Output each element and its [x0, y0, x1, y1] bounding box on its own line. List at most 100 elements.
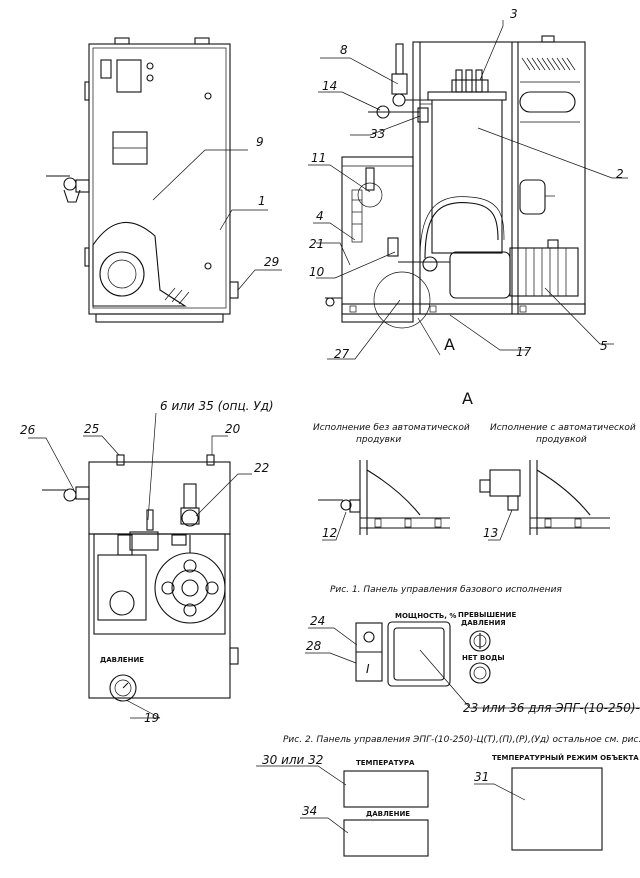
callout-34: 34: [302, 804, 317, 818]
switch-on-symbol: I: [366, 662, 370, 676]
callout-26: 26: [20, 423, 36, 437]
object-mode-display: [511, 767, 603, 851]
callout-21: 21: [309, 237, 324, 251]
front-view: [46, 37, 282, 323]
no-water-label: НЕТ ВОДЫ: [462, 654, 505, 662]
indicator-lamp: [146, 62, 154, 70]
indicator-lamp: [146, 74, 154, 82]
heater-terminals: [451, 79, 489, 93]
gauge-label: ДАВЛЕНИЕ: [100, 656, 144, 664]
vessel-flange: [427, 91, 507, 101]
steam-vessel: [431, 97, 503, 254]
basic-variant-line2: продувки: [356, 435, 401, 445]
callout-13: 13: [483, 526, 498, 540]
callout-4: 4: [316, 209, 324, 223]
callout-20: 20: [225, 422, 241, 436]
pressure-display: [343, 819, 429, 857]
rear-view: [28, 412, 252, 719]
base-frame: [95, 313, 224, 323]
water-tank-top: [88, 461, 231, 535]
contactor: [519, 179, 546, 215]
callout-33: 33: [370, 127, 385, 141]
overpressure-lamp: [469, 630, 491, 652]
level-sensor: [387, 237, 399, 257]
control-panel: [305, 621, 640, 709]
callout-3: 3: [510, 7, 518, 21]
callout-29: 29: [264, 255, 279, 269]
door-lock: [204, 262, 212, 270]
callout-1: 1: [258, 194, 266, 208]
callout-5: 5: [600, 339, 608, 353]
display-window: [116, 59, 142, 93]
callout-27: 27: [334, 347, 350, 361]
callout-9: 9: [256, 135, 264, 149]
electric-panel: [519, 91, 576, 113]
pump-motor: [99, 251, 145, 297]
callout-6-35: 6 или 35 (опц. Уд): [160, 399, 274, 413]
callout-10: 10: [309, 265, 325, 279]
pump-cutout: [92, 222, 187, 307]
no-water-lamp: [469, 662, 491, 684]
temperature-display: [343, 770, 429, 808]
pressure-gauge: [109, 674, 137, 702]
overpressure-label-2: ДАВЛЕНИЯ: [461, 619, 506, 627]
cable-gland: [229, 647, 239, 665]
door-panel: [92, 47, 227, 309]
callout-22: 22: [254, 461, 269, 475]
callout-25: 25: [84, 422, 99, 436]
float-valve: [357, 182, 383, 208]
pump-housing: [449, 251, 511, 299]
detail-title: А: [462, 389, 473, 408]
fig2-panels: [256, 765, 603, 857]
callout-28: 28: [306, 639, 322, 653]
auto-drain-valve: [489, 469, 521, 497]
overpressure-label-1: ПРЕВЫШЕНИЕ: [458, 611, 517, 619]
callout-11: 11: [311, 151, 326, 165]
flex-hose: [424, 202, 499, 259]
callout-14: 14: [322, 79, 337, 93]
detail-auto: [479, 460, 610, 541]
switch-block: [100, 59, 112, 79]
water-tank: [341, 156, 414, 323]
cabinet-body: [88, 43, 231, 315]
callout-23-36: 23 или 36 для ЭПГ-(10-250)-Ц(Ум): [463, 701, 640, 715]
side-view: [308, 20, 628, 360]
auto-variant-line2: продувкой: [536, 435, 587, 445]
callout-31: 31: [474, 770, 489, 784]
auto-variant-line1: Исполнение с автоматической: [490, 423, 636, 433]
callout-8: 8: [340, 43, 348, 57]
fig2-caption: Рис. 2. Панель управления ЭПГ-(10-250)-Ц…: [283, 735, 640, 745]
pressure-label: ДАВЛЕНИЕ: [366, 810, 410, 818]
switch-off-symbol: [363, 631, 375, 643]
base-rail: [341, 303, 586, 315]
power-display-frame: [387, 621, 451, 687]
object-mode-label: ТЕМПЕРАТУРНЫЙ РЕЖИМ ОБЪЕКТА: [492, 753, 639, 762]
cable-gland: [229, 281, 239, 299]
fig1-caption: Рис. 1. Панель управления базового испол…: [330, 585, 562, 595]
safety-valve: [395, 43, 404, 75]
power-display: [393, 627, 445, 681]
detail-basic: [318, 460, 450, 541]
heater-flange: [154, 552, 226, 624]
temperature-label: ТЕМПЕРАТУРА: [356, 759, 415, 767]
callout-24: 24: [310, 614, 325, 628]
top-lug: [114, 37, 130, 45]
door-lock: [204, 92, 212, 100]
callout-17: 17: [516, 345, 532, 359]
valve-body: [63, 189, 81, 203]
check-valve: [422, 256, 438, 272]
top-lug: [194, 37, 210, 45]
motor-block: [129, 531, 159, 551]
pump-unit: [97, 554, 147, 621]
callout-12: 12: [322, 526, 337, 540]
callout-2: 2: [616, 167, 624, 181]
detail-circle-a: [373, 271, 431, 329]
detail-marker: А: [444, 335, 455, 354]
drain-valve: [63, 177, 77, 191]
basic-variant-line1: Исполнение без автоматической: [313, 423, 470, 433]
pump-motor: [509, 247, 579, 297]
manual-drain-valve: [340, 499, 352, 511]
callout-30-32: 30 или 32: [262, 753, 323, 767]
